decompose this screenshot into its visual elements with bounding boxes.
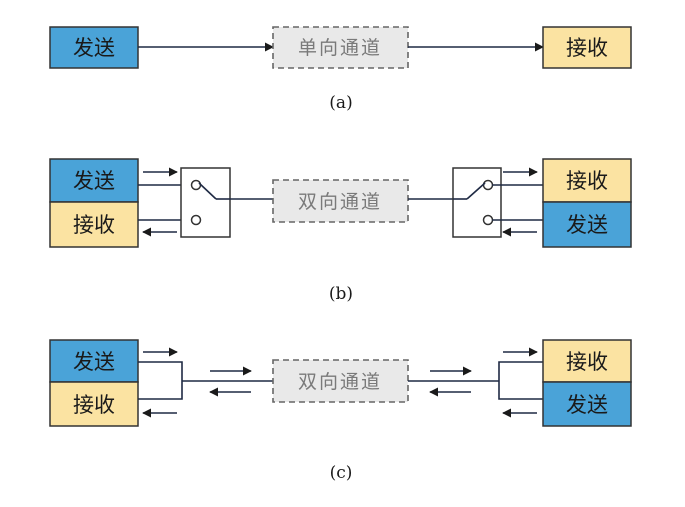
send-box	[49, 26, 139, 69]
switch-icon	[180, 167, 231, 238]
send-label: 发送	[566, 213, 608, 237]
simplex-channel-label: 单向通道	[298, 37, 382, 59]
send-box	[49, 158, 139, 203]
receive-box	[542, 158, 632, 203]
send-label: 发送	[73, 36, 115, 60]
send-box	[542, 201, 632, 248]
send-box	[49, 339, 139, 383]
send-label: 发送	[73, 169, 115, 193]
receive-label: 接收	[73, 393, 115, 417]
receive-box	[49, 381, 139, 427]
caption-c: (c)	[330, 463, 353, 483]
switch-icon	[452, 167, 502, 238]
receive-label: 接收	[566, 169, 608, 193]
panel-c-full-duplex: 发送 接收 双向通道 接收 发送 (c)	[49, 339, 632, 483]
simplex-channel	[272, 26, 409, 69]
receive-label: 接收	[566, 350, 608, 374]
duplex-channel-label: 双向通道	[298, 371, 382, 393]
receive-box	[49, 201, 139, 248]
caption-b: (b)	[329, 284, 353, 304]
send-label: 发送	[73, 350, 115, 374]
receive-label: 接收	[566, 36, 608, 60]
send-label: 发送	[566, 393, 608, 417]
caption-a: (a)	[329, 93, 352, 113]
duplex-channel-label: 双向通道	[298, 191, 382, 213]
send-box	[542, 381, 632, 427]
duplex-channel	[272, 179, 409, 223]
duplex-channel	[272, 359, 409, 403]
receive-box	[542, 26, 632, 69]
panel-b-half-duplex: 发送 接收 双向通道	[49, 158, 632, 304]
panel-a-simplex: 发送 单向通道 接收 (a)	[49, 26, 632, 113]
receive-label: 接收	[73, 213, 115, 237]
